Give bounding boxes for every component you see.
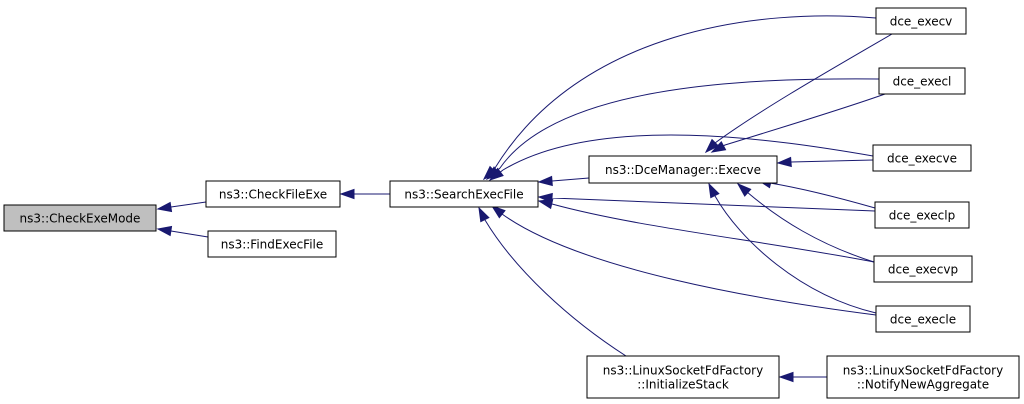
edge-line [170, 230, 209, 238]
edge-line [723, 93, 886, 147]
node-label: dce_execl [893, 75, 952, 89]
arrowhead [490, 205, 506, 219]
edge-line [499, 134, 874, 173]
arrowhead [736, 182, 752, 197]
node-initializestack[interactable]: ns3::LinuxSocketFdFactory::InitializeSta… [586, 355, 780, 399]
node-dcemanager-execve[interactable]: ns3::DceManager::Execve [588, 155, 778, 184]
node-label: ::InitializeStack [637, 378, 729, 392]
edge-dcemanager-execve-to-searchexecfile [537, 175, 590, 187]
node-searchexecfile[interactable]: ns3::SearchExecFile [389, 180, 539, 208]
node-box [3, 204, 157, 232]
edge-searchexecfile-to-checkfileexe [339, 188, 390, 200]
edge-line [484, 219, 627, 357]
edge-findexecfile-to-checkexemode [156, 225, 209, 238]
node-label: ns3::CheckFileExe [219, 188, 327, 202]
edge-line [551, 203, 875, 263]
edge-line [551, 177, 590, 182]
node-label: ns3::LinuxSocketFdFactory [843, 364, 1003, 378]
node-label: ns3::LinuxSocketFdFactory [603, 364, 763, 378]
edge-line [746, 191, 875, 263]
node-label: dce_execlp [889, 209, 955, 223]
edge-dce-execve-to-dcemanager-execve [776, 156, 874, 168]
edge-line [790, 159, 874, 163]
edge-initializestack-to-searchexecfile [478, 206, 627, 357]
node-label: dce_execve [887, 152, 957, 166]
node-box [207, 230, 337, 258]
arrowhead [488, 167, 504, 181]
node-dce-execv[interactable]: dce_execv [875, 7, 967, 35]
edge-line [769, 182, 876, 209]
node-dce-execvp[interactable]: dce_execvp [873, 255, 973, 283]
edge-line [492, 15, 877, 171]
arrowhead [776, 156, 792, 168]
node-label: ::NotifyNewAggregate [857, 378, 989, 392]
edge-dce-execv-to-dcemanager-execve [704, 33, 893, 154]
edge-dce-execve-to-searchexecfile [488, 134, 874, 181]
node-label: dce_execvp [888, 263, 958, 277]
node-label: ns3::SearchExecFile [404, 188, 523, 202]
node-label: dce_execle [890, 313, 956, 327]
node-label: ns3::CheckExeMode [20, 212, 141, 226]
edge-dce-execle-to-dcemanager-execve [708, 182, 877, 314]
edge-line [714, 33, 893, 144]
node-label: dce_execv [890, 15, 953, 29]
node-box [872, 144, 972, 172]
edge-dce-execle-to-searchexecfile [490, 205, 877, 316]
edge-line [496, 78, 880, 171]
node-dce-execl[interactable]: dce_execl [878, 67, 966, 95]
arrowhead [537, 198, 554, 210]
node-label: ns3::FindExecFile [221, 238, 324, 252]
node-box [389, 180, 539, 208]
edge-line [170, 201, 207, 208]
node-dce-execlp[interactable]: dce_execlp [874, 201, 970, 229]
edge-dce-execlp-to-searchexecfile [537, 192, 876, 212]
edge-dce-execl-to-dcemanager-execve [710, 93, 886, 153]
arrowhead [708, 182, 720, 199]
edge-dce-execv-to-searchexecfile [482, 15, 877, 181]
node-checkexemode[interactable]: ns3::CheckExeMode [3, 204, 157, 232]
arrowhead [704, 138, 720, 154]
node-box [826, 355, 1020, 399]
arrowhead [710, 141, 727, 153]
node-notifynewaggregate[interactable]: ns3::LinuxSocketFdFactory::NotifyNewAggr… [826, 355, 1020, 399]
node-box [875, 7, 967, 35]
arrowhead [778, 371, 794, 383]
node-box [873, 255, 973, 283]
node-box [875, 305, 971, 333]
edge-dce-execvp-to-searchexecfile [537, 198, 875, 263]
node-dce-execve[interactable]: dce_execve [872, 144, 972, 172]
node-findexecfile[interactable]: ns3::FindExecFile [207, 230, 337, 258]
node-box [205, 180, 341, 208]
edge-notifynewaggregate-to-initializestack [778, 371, 827, 383]
arrowhead [156, 225, 173, 237]
node-box [878, 67, 966, 95]
edge-line [714, 195, 877, 314]
edge-dce-execvp-to-dcemanager-execve [736, 182, 875, 263]
edge-line [501, 213, 877, 316]
node-box [586, 355, 780, 399]
edge-line [551, 197, 876, 212]
node-dce-execle[interactable]: dce_execle [875, 305, 971, 333]
node-box [874, 201, 970, 229]
arrowhead [156, 201, 173, 213]
edge-checkfileexe-to-checkexemode [156, 201, 207, 213]
arrowhead [478, 206, 490, 223]
node-checkfileexe[interactable]: ns3::CheckFileExe [205, 180, 341, 208]
node-label: ns3::DceManager::Execve [605, 163, 761, 177]
arrowhead [537, 175, 553, 187]
arrowhead [339, 188, 355, 200]
node-box [588, 155, 778, 184]
